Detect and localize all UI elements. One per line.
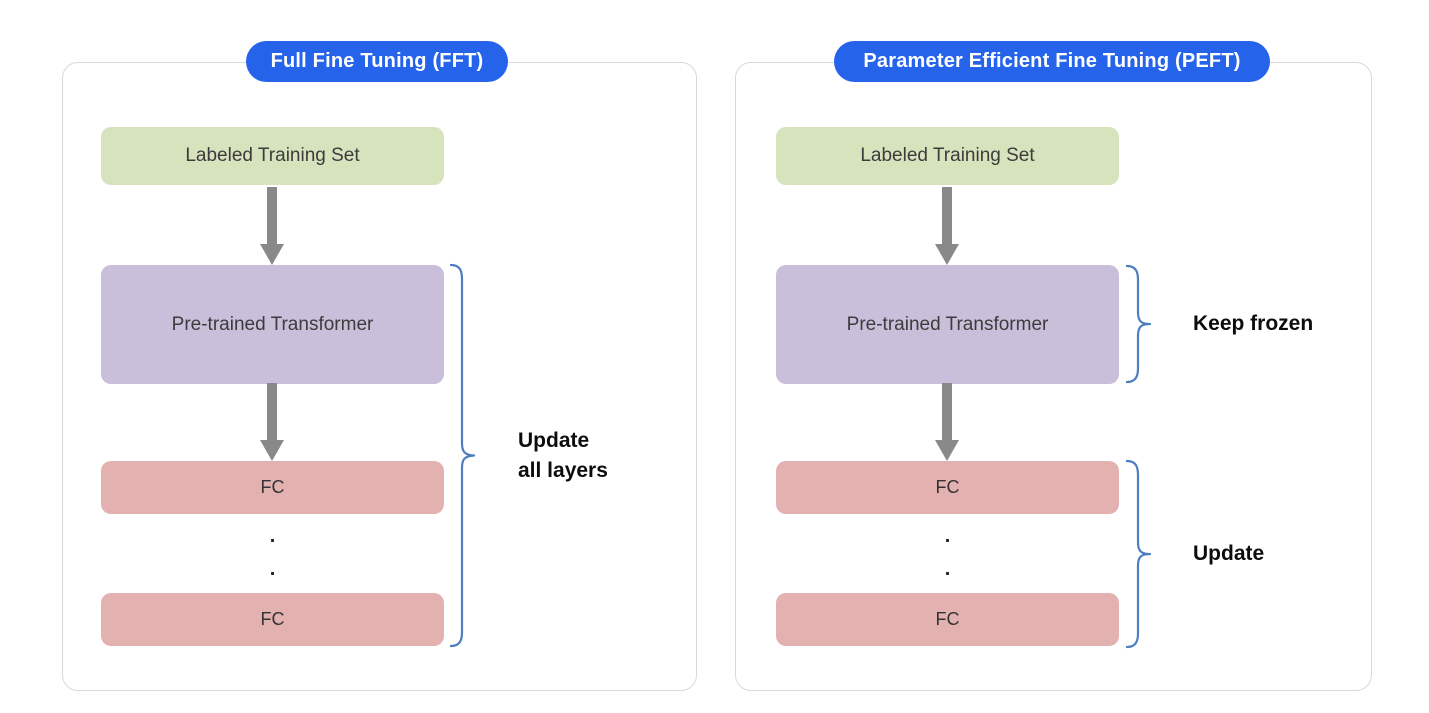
fc-layer-box-top: FC bbox=[101, 461, 444, 514]
down-arrow-icon bbox=[260, 383, 284, 461]
fc-layer-box-bottom: FC bbox=[101, 593, 444, 646]
fc-layer-box-top: FC bbox=[776, 461, 1119, 514]
pretrained-transformer-box: Pre-trained Transformer bbox=[101, 265, 444, 384]
labeled-training-set-box: Labeled Training Set bbox=[776, 127, 1119, 185]
brace-keep-frozen bbox=[1126, 264, 1152, 384]
ellipsis-dot: . bbox=[269, 525, 276, 547]
labeled-training-set-box: Labeled Training Set bbox=[101, 127, 444, 185]
keep-frozen-label: Keep frozen bbox=[1193, 312, 1314, 335]
ellipsis-dot: . bbox=[944, 558, 951, 580]
update-all-layers-label: Update all layers bbox=[518, 429, 608, 482]
fft-panel: Labeled Training Set Pre-trained Transfo… bbox=[62, 62, 697, 691]
brace-update-all-layers bbox=[450, 263, 476, 648]
down-arrow-icon bbox=[260, 187, 284, 265]
brace-update bbox=[1126, 459, 1152, 649]
ellipsis-dot: . bbox=[269, 558, 276, 580]
fc-layer-box-bottom: FC bbox=[776, 593, 1119, 646]
down-arrow-icon bbox=[935, 187, 959, 265]
pretrained-transformer-box: Pre-trained Transformer bbox=[776, 265, 1119, 384]
ellipsis-dot: . bbox=[944, 525, 951, 547]
peft-title-badge: Parameter Efficient Fine Tuning (PEFT) bbox=[834, 41, 1270, 82]
fft-title-badge: Full Fine Tuning (FFT) bbox=[246, 41, 508, 82]
peft-panel: Labeled Training Set Pre-trained Transfo… bbox=[735, 62, 1372, 691]
update-label: Update bbox=[1193, 542, 1265, 565]
down-arrow-icon bbox=[935, 383, 959, 461]
